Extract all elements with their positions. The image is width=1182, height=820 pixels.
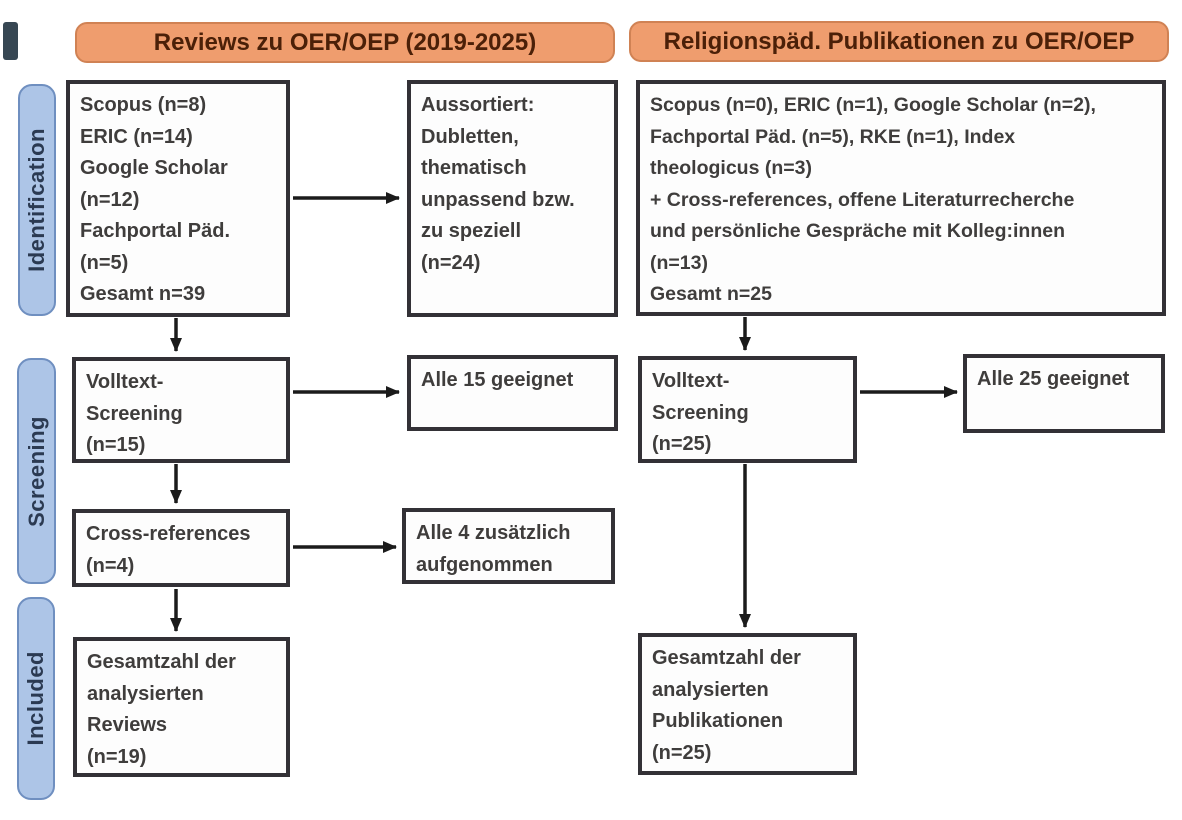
stage-label-screening: Screening <box>17 358 56 584</box>
box-reviews-cross-references: Cross-references (n=4) <box>72 509 290 587</box>
stage-label-screening-text: Screening <box>23 415 49 527</box>
box-reviews-excluded: Aussortiert: Dubletten, thematisch unpas… <box>407 80 618 317</box>
box-reviews-included-total: Gesamtzahl der analysierten Reviews (n=1… <box>73 637 290 777</box>
box-publications-sources: Scopus (n=0), ERIC (n=1), Google Scholar… <box>636 80 1166 316</box>
stage-label-identification-text: Identification <box>24 128 49 272</box>
corner-scan-artifact <box>3 22 18 60</box>
box-publications-included-total: Gesamtzahl der analysierten Publikatione… <box>638 633 857 775</box>
box-publications-fulltext-screening: Volltext- Screening (n=25) <box>638 356 857 463</box>
column-header-reviews: Reviews zu OER/OEP (2019-2025) <box>75 22 615 63</box>
box-reviews-fulltext-result: Alle 15 geeignet <box>407 355 618 431</box>
box-publications-fulltext-result: Alle 25 geeignet <box>963 354 1165 433</box>
box-reviews-crossref-result: Alle 4 zusätzlich aufgenommen <box>402 508 615 584</box>
box-reviews-sources: Scopus (n=8) ERIC (n=14) Google Scholar … <box>66 80 290 317</box>
stage-label-included: Included <box>17 597 55 800</box>
stage-label-identification: Identification <box>18 84 56 316</box>
box-reviews-fulltext-screening: Volltext- Screening (n=15) <box>72 357 290 463</box>
column-header-publications: Religionspäd. Publikationen zu OER/OEP <box>629 21 1169 62</box>
stage-label-included-text: Included <box>23 651 48 746</box>
